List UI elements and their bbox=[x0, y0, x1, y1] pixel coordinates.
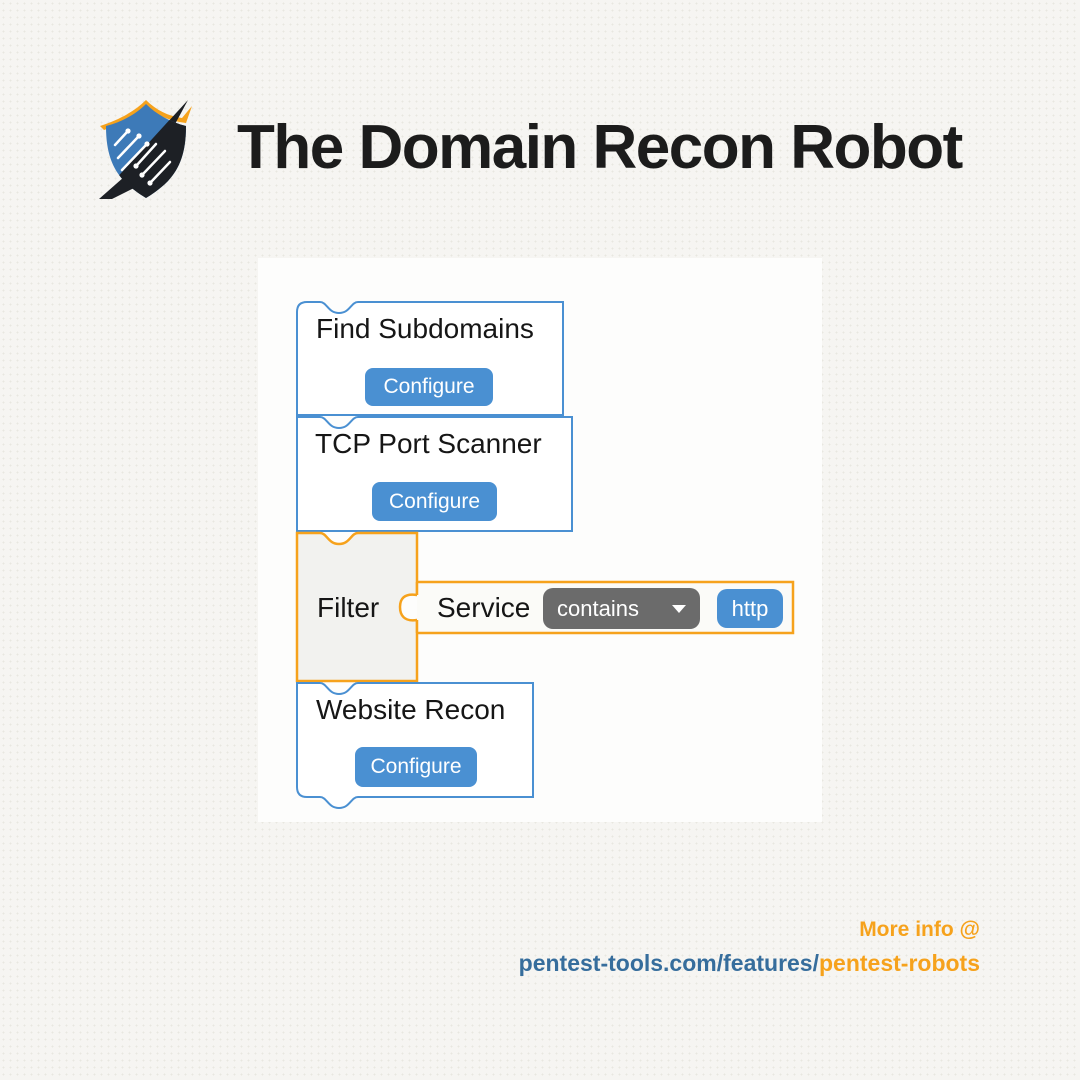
footer-more-info: More info @ bbox=[859, 918, 980, 941]
footer-url-base: pentest-tools.com/features/ bbox=[518, 950, 819, 976]
configure-button-find-subdomains[interactable]: Configure bbox=[365, 368, 493, 406]
block-label-filter: Filter bbox=[317, 592, 380, 623]
condition-field-label: Service bbox=[437, 592, 531, 623]
footer-url: pentest-tools.com/features/pentest-robot… bbox=[519, 950, 980, 977]
logo-circuit-traces bbox=[113, 128, 172, 186]
configure-button-website-recon[interactable]: Configure bbox=[355, 747, 477, 787]
configure-button-tcp-port-scanner[interactable]: Configure bbox=[372, 482, 497, 521]
condition-operator-dropdown[interactable]: contains bbox=[543, 588, 700, 629]
block-label-tcp-port-scanner: TCP Port Scanner bbox=[315, 428, 542, 459]
block-label-website-recon: Website Recon bbox=[316, 694, 506, 725]
footer-url-highlight: pentest-robots bbox=[819, 950, 980, 976]
pentest-tools-logo bbox=[99, 100, 192, 199]
dropdown-arrow-icon bbox=[672, 604, 686, 613]
logo-black-tip bbox=[166, 100, 188, 126]
footer: More info @ pentest-tools.com/features/p… bbox=[519, 918, 980, 977]
condition-value-chip[interactable]: http bbox=[717, 589, 783, 628]
logo-tail bbox=[99, 177, 136, 199]
condition-operator-value: contains bbox=[557, 595, 639, 621]
block-label-find-subdomains: Find Subdomains bbox=[316, 313, 534, 344]
page-title: The Domain Recon Robot bbox=[237, 113, 963, 182]
